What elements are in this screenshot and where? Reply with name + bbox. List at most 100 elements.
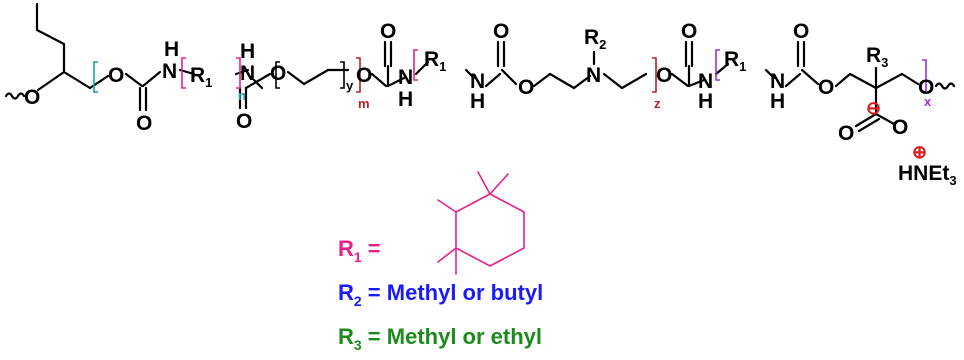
bond-c5-n6 (687, 78, 706, 88)
atom-h7: H (770, 90, 785, 113)
bond-cooh-o-db-a (854, 112, 878, 128)
gem-methyl-a (477, 171, 491, 195)
bracket-n-left (93, 61, 98, 93)
bracket-x-right (922, 59, 927, 93)
atom-o2: O (108, 64, 124, 87)
ring-methyl (437, 247, 457, 263)
atom-n3: N (398, 66, 413, 89)
bond-n3-r1b (414, 60, 430, 76)
bond-o4-c3 (370, 72, 388, 88)
atom-o3: O (270, 62, 286, 85)
bond-c6-o7 (800, 68, 820, 86)
gem-methyl-b (489, 173, 509, 195)
substituent-r1-c: R1 (724, 48, 746, 74)
atom-o-carbonyl-5: O (681, 20, 697, 43)
bond-ch2-n5 (572, 74, 592, 90)
atom-o-carbonyl-3: O (380, 20, 396, 43)
atom-o8: O (918, 76, 934, 99)
index-y: y (346, 78, 354, 93)
bond-peg-ch2-ch2 (302, 68, 330, 86)
index-x: x (924, 94, 932, 109)
substituent-r1-a: R1 (190, 64, 212, 90)
legend-r3-definition: R3 = Methyl or ethyl (338, 324, 542, 353)
bond-n4-c4 (484, 72, 502, 88)
substituent-labels: R1 R1 R1 R2 R3 (190, 26, 888, 90)
atom-o1: O (24, 86, 40, 109)
atom-n5: N (586, 64, 601, 87)
bond-r1c-n7 (764, 68, 776, 80)
cyclohexane-ring (455, 193, 525, 267)
atom-o6: O (656, 64, 672, 87)
bracket-r1b-left (413, 49, 418, 81)
bond-ch2-ch2-b (620, 72, 648, 90)
atom-o7: O (818, 76, 834, 99)
bracket-m-right (356, 57, 361, 93)
repeat-indices: n y m z x (238, 78, 932, 111)
atom-o-carbonyl-6: O (793, 20, 809, 43)
atom-n7: N (770, 70, 785, 93)
substituent-r2: R2 (584, 26, 606, 52)
atom-labels: O O O N H N H O O O O N H N H O O N O O … (24, 20, 957, 188)
atom-n2: N (240, 62, 255, 85)
charge-positive: ⊕ (912, 142, 927, 162)
charge-negative: ⊖ (866, 98, 881, 118)
bracket-r1-right (236, 57, 241, 89)
bracket-z-right (652, 57, 657, 93)
atom-n6: N (698, 70, 713, 93)
repeat-brackets (93, 49, 927, 93)
bracket-r1-left (181, 57, 186, 89)
bond-ethyl-2 (35, 28, 66, 46)
bond-cq-ch2 (874, 72, 904, 90)
attach-bond (437, 199, 457, 213)
bond-r1-n2 (234, 68, 250, 76)
bond-ch-ch2 (62, 70, 92, 90)
counterion-hnet3: HNEt3 (898, 162, 957, 188)
substituent-r1-b: R1 (424, 48, 446, 74)
atom-o4: O (356, 64, 372, 87)
atom-o-carboxylate: O (892, 116, 908, 139)
atom-h1: H (164, 38, 179, 61)
legend-r2-definition: R2 = Methyl or butyl (338, 280, 543, 309)
index-z: z (654, 96, 661, 111)
legend: R1 = R2 = Methyl or butyl R3 = Methyl or… (338, 171, 543, 353)
atom-h2: H (240, 40, 255, 63)
bond-n7-c6 (784, 72, 802, 88)
substituent-r3: R3 (866, 44, 888, 70)
legend-r1-label: R1 = (338, 236, 381, 265)
bracket-peg-right (340, 61, 345, 89)
bracket-peg-left (275, 61, 280, 89)
index-m: m (358, 96, 370, 111)
bond-c4-o5 (500, 68, 518, 86)
wavy-bond-right (934, 82, 956, 90)
atom-o5: O (518, 76, 534, 99)
bond-n6-r1c (714, 62, 730, 76)
wavy-bond-left (4, 92, 26, 100)
r1-cyclohexane-structure (437, 171, 525, 275)
bond-c1-n1 (141, 70, 162, 88)
bond-n5-ch2 (602, 72, 624, 90)
bracket-r1c-left (715, 49, 720, 81)
atom-h6: H (698, 90, 713, 113)
bond-o6-c5 (670, 72, 690, 88)
atom-h4: H (470, 90, 485, 113)
bond-ch2-cq (848, 72, 878, 90)
bond-o5-ch2 (532, 72, 552, 88)
bond-o7-ch2 (834, 72, 852, 88)
atom-o-carbonyl-4: O (493, 20, 509, 43)
atom-n4: N (470, 70, 485, 93)
bond-c3-n3 (386, 76, 406, 88)
bond-ch2-o2 (88, 74, 110, 90)
atom-h3: H (398, 88, 413, 111)
atom-o-carbonyl-2: O (236, 110, 252, 133)
atom-o-carbonyl-1: O (136, 112, 152, 135)
bond-cooh-o-db-b (857, 117, 881, 133)
bond-o1-ch (36, 70, 66, 92)
atom-o-carboxyl-double: O (838, 122, 854, 145)
bond-o3-ch2 (286, 70, 306, 86)
bond-c2-o3 (244, 72, 272, 90)
bond-ch2-ch2-a (548, 72, 576, 90)
index-n: n (238, 88, 246, 103)
bond-cooh-o-single (874, 112, 896, 126)
bond-ch2-o8 (900, 72, 920, 86)
